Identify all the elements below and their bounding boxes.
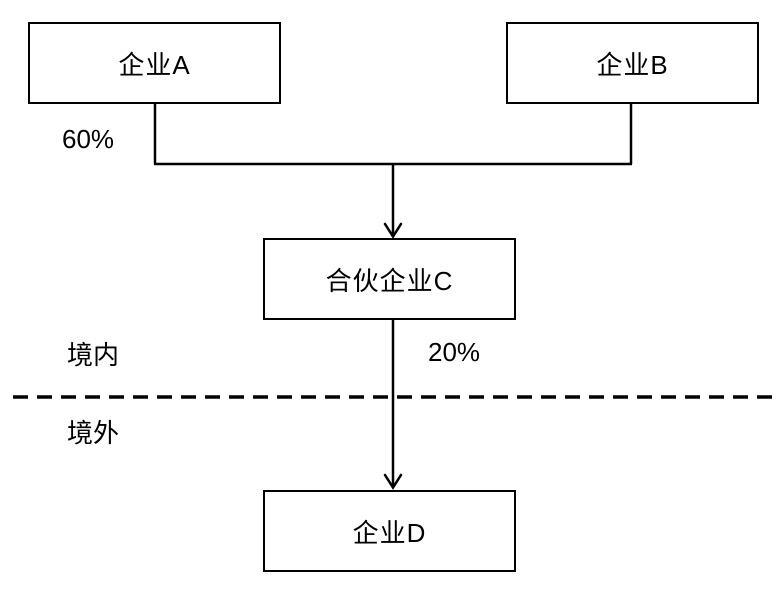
edge-label-60-percent: 60% (62, 124, 115, 154)
node-company-d-label: 企业D (352, 517, 427, 548)
region-label-domestic: 境内 (67, 340, 120, 370)
node-company-d: 企业D (263, 490, 516, 572)
node-partnership-c: 合伙企业C (263, 238, 516, 320)
edge-c-to-d-arrowhead (383, 473, 403, 490)
node-partnership-c-label: 合伙企业C (325, 265, 454, 296)
region-label-overseas: 境外 (67, 418, 120, 448)
node-company-a: 企业A (28, 22, 281, 104)
node-company-b: 企业B (506, 22, 759, 104)
node-company-b-label: 企业B (596, 49, 669, 80)
edge-label-20-percent: 20% (428, 337, 481, 367)
edge-to-c-arrowhead (383, 222, 403, 239)
node-company-a-label: 企业A (118, 49, 191, 80)
